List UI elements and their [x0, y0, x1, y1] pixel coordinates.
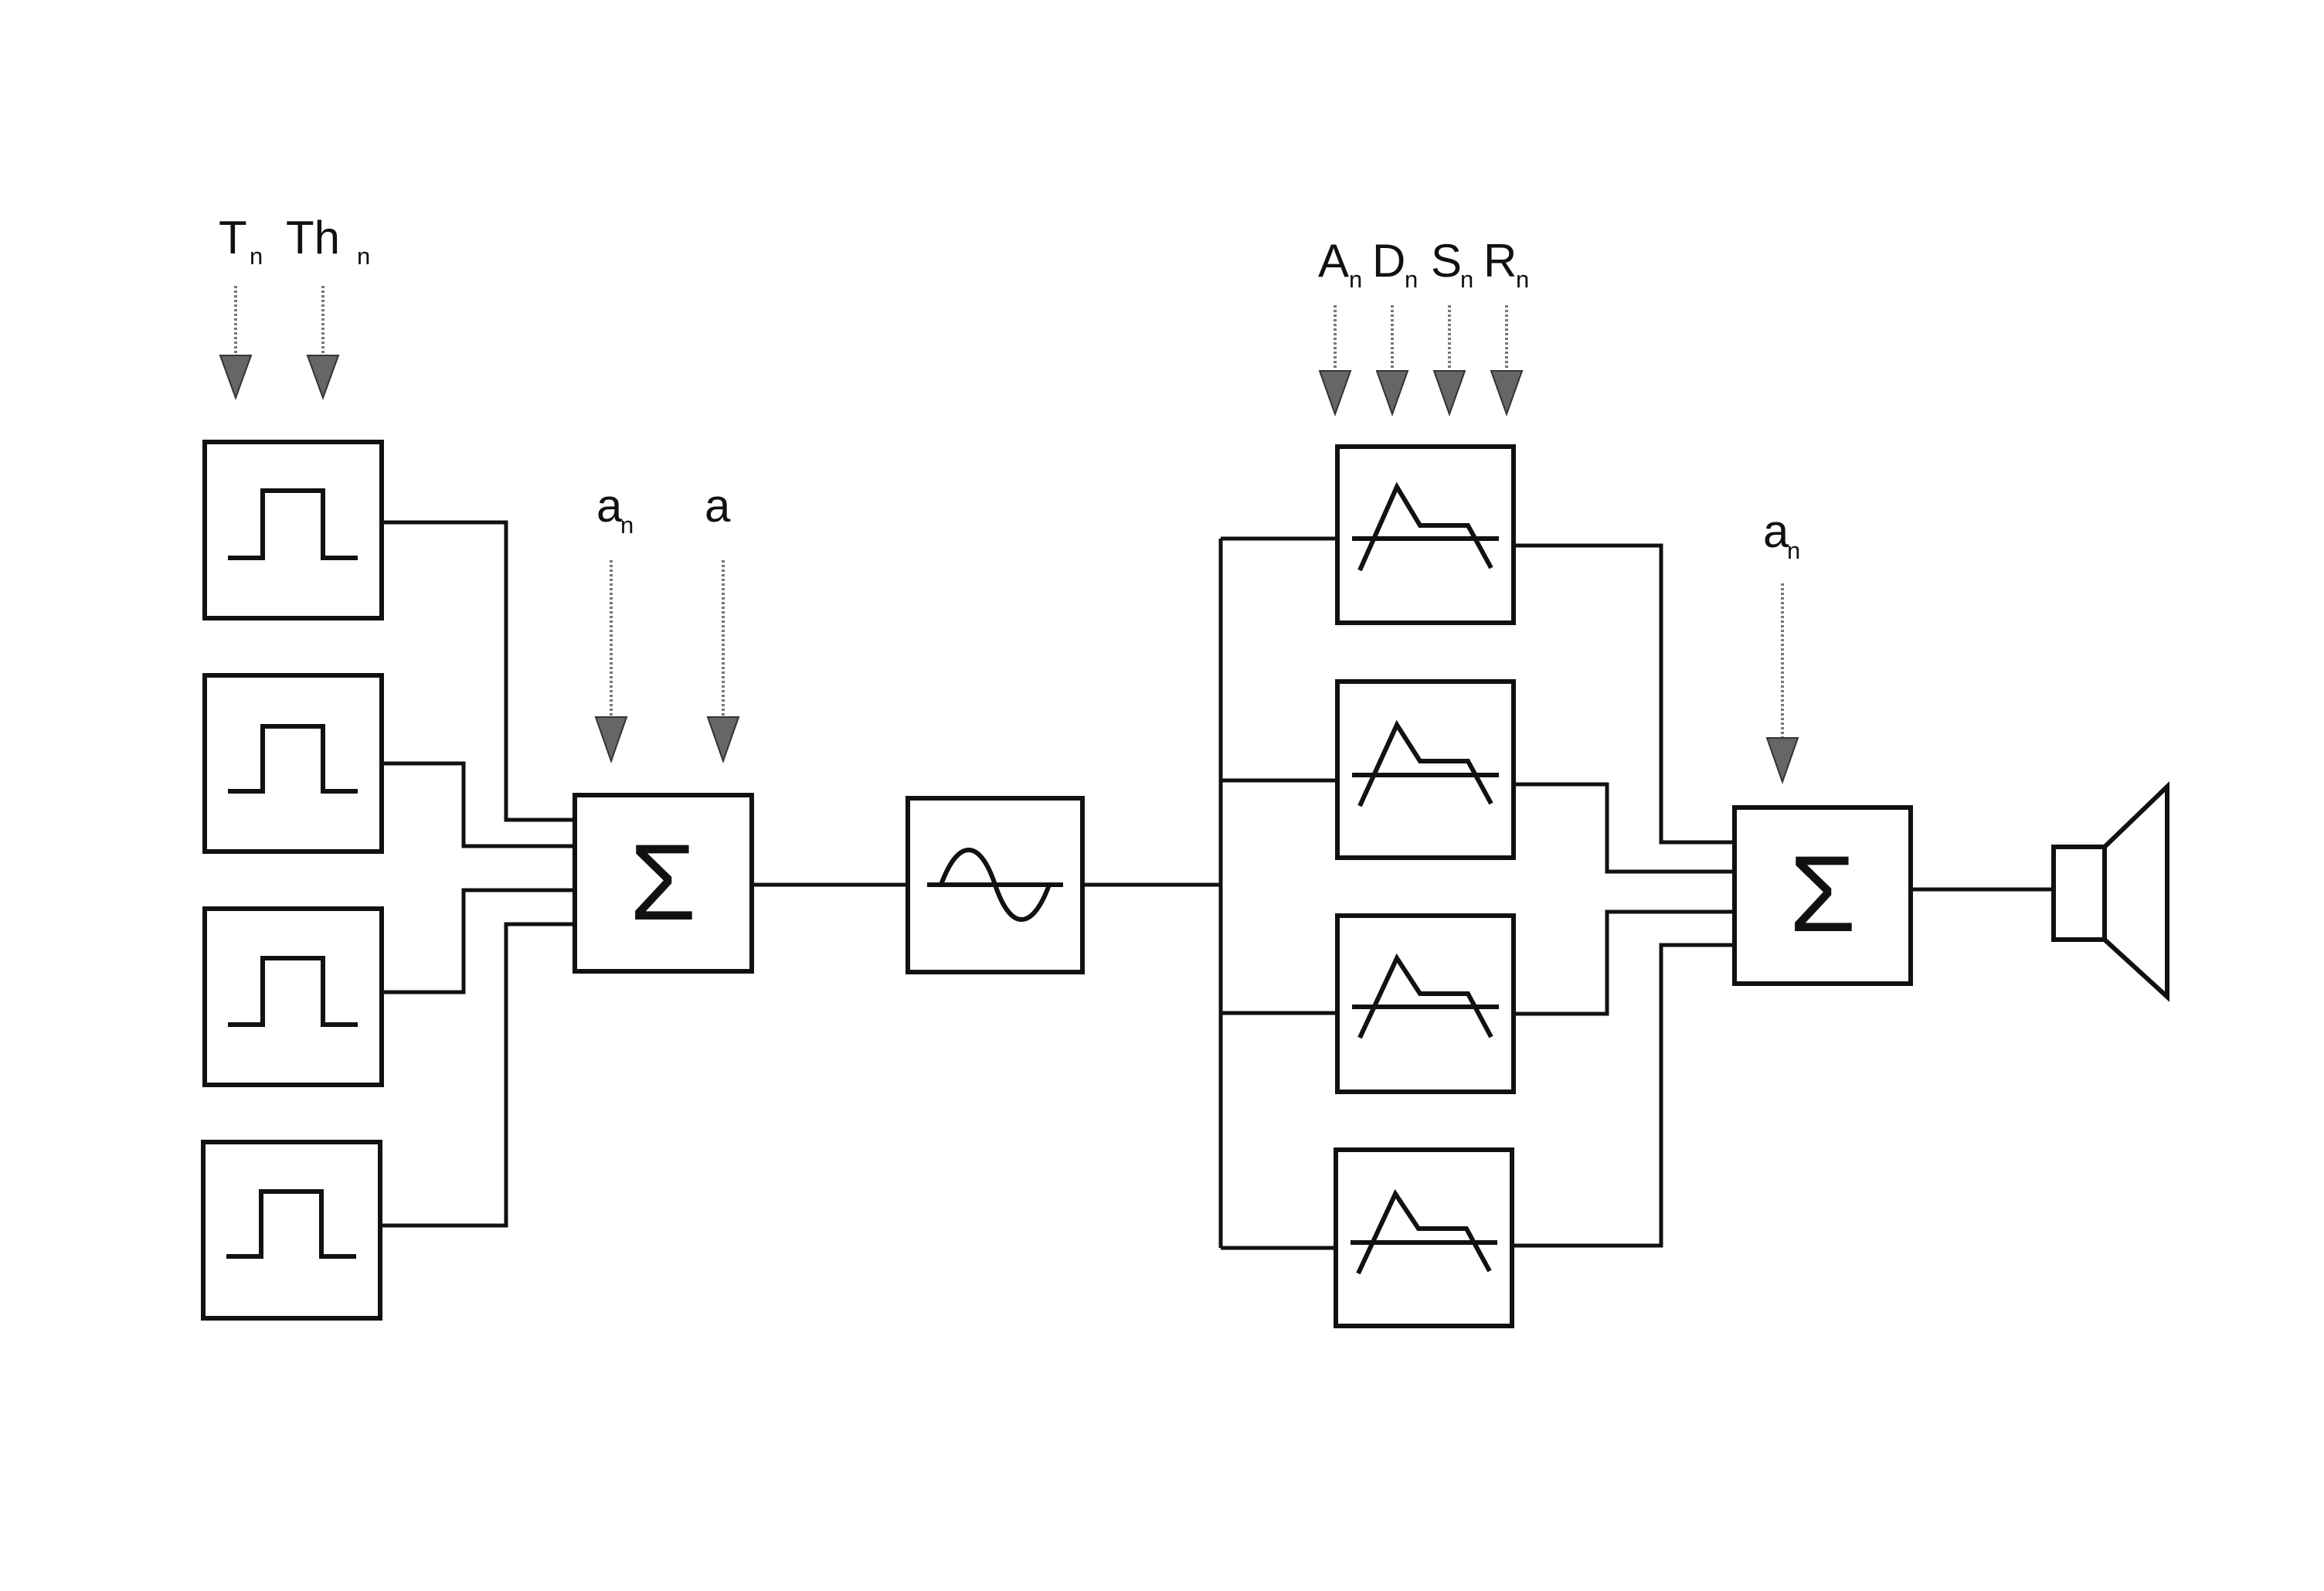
adsr-envelope-icon [1357, 953, 1493, 1039]
mixer1-input-arrows [594, 560, 740, 764]
t-label: T [219, 212, 247, 263]
envelope-generator-1 [1335, 444, 1516, 625]
sine-oscillator [905, 796, 1085, 974]
pulse-input-arrows [219, 286, 340, 400]
mixer1-an-label: a [596, 480, 623, 532]
envelope-splitter-bus [1218, 536, 1337, 1250]
adsr-envelope-icon [1357, 719, 1493, 807]
wire-pulse3 [382, 888, 575, 994]
release-label: R [1483, 235, 1517, 287]
attack-label: A [1318, 235, 1349, 287]
mixer2-an-label: a [1763, 505, 1789, 557]
wire-envelope4 [1512, 943, 1735, 1248]
sine-oscillator-icon [939, 848, 1052, 922]
wire-envelope2 [1514, 782, 1735, 874]
envelope-parameter-labels: A n D n S n R n [1318, 235, 1529, 293]
mixer2-an-subscript: n [1787, 537, 1800, 564]
loudspeaker-cone [2102, 780, 2169, 1002]
envelope-input-arrows [1318, 305, 1524, 416]
pulse-generator-box [202, 673, 384, 854]
loudspeaker-magnet [2051, 845, 2107, 942]
pulse-generator-box [202, 906, 384, 1087]
summing-mixer-box [1732, 805, 1913, 986]
mixer1-a-arrow-head [706, 716, 740, 764]
pulse-to-mixer-wires [380, 520, 575, 1228]
wire-pulse4 [380, 922, 575, 1228]
decay-label: D [1372, 235, 1405, 287]
wire-envelope3 [1514, 909, 1735, 1016]
summation-icon: Σ [630, 821, 697, 943]
pulse-generator-icon [226, 1189, 356, 1259]
sustain-label: S [1431, 235, 1462, 287]
wire-pulse1 [382, 520, 575, 822]
decay-subscript: n [1405, 266, 1418, 293]
summation-icon: Σ [1789, 833, 1857, 954]
wire-envelope1 [1514, 543, 1735, 845]
mixer1-parameter-labels: a n a [596, 480, 731, 539]
pulse-generator-2 [202, 673, 384, 854]
pulse-generator-box [202, 440, 384, 620]
loudspeaker-icon [2051, 780, 2169, 1002]
attack-arrow-head [1318, 370, 1352, 416]
attack-subscript: n [1349, 266, 1362, 293]
sustain-subscript: n [1460, 266, 1473, 293]
envelope-box [1334, 1147, 1514, 1328]
release-subscript: n [1516, 266, 1529, 293]
envelope-generator-2 [1335, 679, 1516, 860]
sustain-arrow-head [1432, 370, 1466, 416]
pulse-generator-box [201, 1140, 382, 1321]
th-arrow-head [306, 355, 340, 400]
summing-mixer-2: Σ [1732, 805, 1913, 986]
mixer1-a-label: a [705, 480, 731, 532]
summing-mixer-1: Σ [573, 793, 754, 974]
pulse-generator-1 [202, 440, 384, 620]
pulse-generator-4 [201, 1140, 382, 1321]
envelope-box [1335, 444, 1516, 625]
release-arrow-head [1490, 370, 1524, 416]
pulse-generator-icon [228, 724, 358, 794]
mixer2-input-arrow [1765, 583, 1799, 785]
t-subscript: n [250, 243, 263, 270]
envelope-to-mixer-wires [1512, 543, 1735, 1248]
envelope-generator-4 [1334, 1147, 1514, 1328]
mixer1-an-arrow-head [594, 716, 628, 764]
mixer2-an-arrow-head [1765, 737, 1799, 785]
envelope-box [1335, 913, 1516, 1094]
envelope-generator-3 [1335, 913, 1516, 1094]
t-arrow-head [219, 355, 253, 400]
adsr-envelope-icon [1357, 481, 1493, 572]
th-label: Th [286, 212, 340, 263]
mixer2-parameter-labels: a n [1763, 505, 1800, 564]
mixer1-an-subscript: n [620, 512, 634, 539]
pulse-generator-icon [228, 488, 358, 560]
envelope-box [1335, 679, 1516, 860]
wire-pulse2 [382, 761, 575, 848]
pulse-generator-icon [228, 956, 358, 1027]
pulse-parameter-labels: T n Th n [219, 212, 370, 270]
decay-arrow-head [1375, 370, 1409, 416]
adsr-envelope-icon [1356, 1188, 1492, 1275]
pulse-generator-3 [202, 906, 384, 1087]
th-subscript: n [357, 243, 370, 270]
